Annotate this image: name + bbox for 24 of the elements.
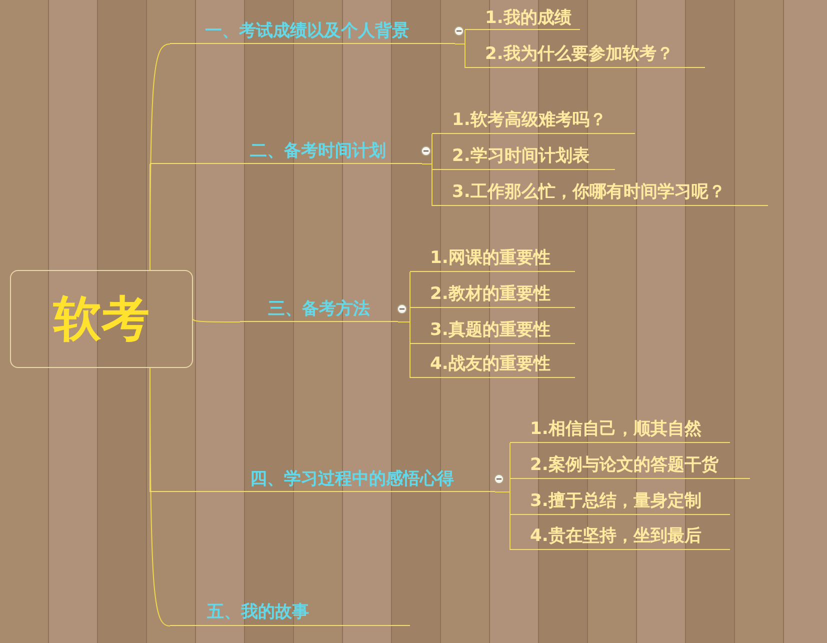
branch-topic-text: 五、我的故事 xyxy=(207,601,309,623)
subtopic-text: 2.教材的重要性 xyxy=(430,283,550,305)
branch-topic-text: 一、考试成绩以及个人背景 xyxy=(205,20,409,42)
subtopic-text: 3.擅于总结，量身定制 xyxy=(530,490,702,512)
subtopic-text: 1.相信自己，顺其自然 xyxy=(530,418,702,440)
connector-line xyxy=(454,44,466,68)
subtopic-text: 1.软考高级难考吗？ xyxy=(452,109,606,131)
subtopic-text: 4.战友的重要性 xyxy=(430,353,550,375)
connector-line xyxy=(150,368,170,626)
connector-line xyxy=(398,322,410,378)
subtopic-text: 3.真题的重要性 xyxy=(430,319,550,341)
subtopic-text: 1.网课的重要性 xyxy=(430,247,550,269)
subtopic-text: 2.案例与论文的答题干货 xyxy=(530,454,718,476)
subtopic-text: 3.工作那么忙，你哪有时间学习呢？ xyxy=(452,181,726,203)
subtopic-text: 2.我为什么要参加软考？ xyxy=(485,43,674,65)
central-topic-box-text: 软考 xyxy=(54,290,150,349)
connector-line xyxy=(192,318,240,322)
branch-topic-text: 三、备考方法 xyxy=(268,298,370,320)
subtopic-text: 1.我的成绩 xyxy=(485,6,572,28)
subtopic-text: 2.学习时间计划表 xyxy=(452,145,590,167)
connector-line xyxy=(494,492,510,550)
branch-topic-text: 二、备考时间计划 xyxy=(250,140,386,162)
branch-topic-text: 四、学习过程中的感悟心得 xyxy=(250,468,454,490)
subtopic-text: 4.贵在坚持，坐到最后 xyxy=(530,525,702,547)
